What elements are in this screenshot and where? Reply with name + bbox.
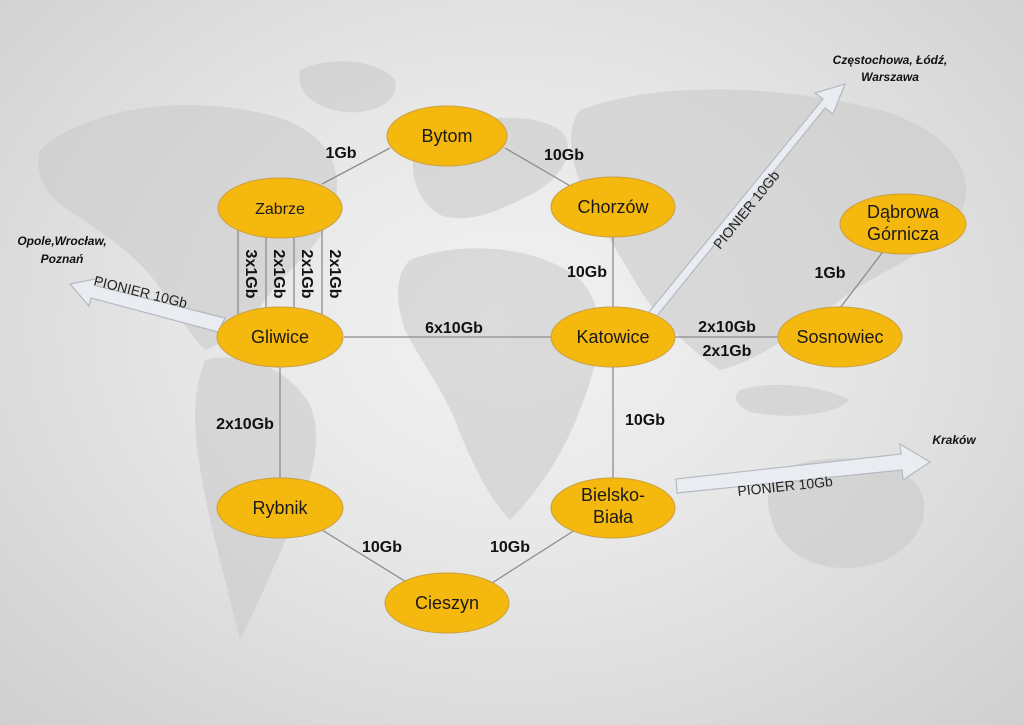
dest-east: Kraków bbox=[932, 433, 976, 447]
dest-west-2: Poznań bbox=[41, 252, 84, 266]
link-label-zabrze-gliwice-4: 2x1Gb bbox=[326, 250, 343, 299]
arrow-west bbox=[68, 277, 226, 333]
link-label-chorzow-katowice: 10Gb bbox=[567, 264, 607, 281]
dest-north-1: Częstochowa, Łódź, bbox=[833, 53, 948, 67]
node-rybnik bbox=[216, 477, 344, 539]
australia-shape bbox=[768, 458, 925, 569]
link-label-gliwice-katowice: 6x10Gb bbox=[425, 320, 483, 337]
node-bielsko bbox=[550, 477, 676, 539]
label-gliwice: Gliwice bbox=[251, 327, 309, 347]
node-gliwice bbox=[216, 306, 344, 368]
link-label-gliwice-rybnik: 2x10Gb bbox=[216, 416, 274, 433]
node-katowice bbox=[550, 306, 676, 368]
link-label-katowice-sosnowiec-2: 2x1Gb bbox=[703, 343, 752, 360]
greenland-shape bbox=[299, 61, 396, 113]
line-bytom-chorzow bbox=[504, 147, 573, 188]
africa-shape bbox=[398, 248, 599, 521]
node-zabrze bbox=[217, 177, 343, 239]
label-cieszyn: Cieszyn bbox=[415, 593, 479, 613]
label-bielsko-2: Biała bbox=[593, 507, 634, 527]
label-zabrze: Zabrze bbox=[255, 201, 305, 218]
line-sosnowiec-dabrowa bbox=[839, 248, 886, 309]
indonesia-shape bbox=[735, 384, 850, 416]
label-chorzow: Chorzów bbox=[577, 197, 649, 217]
node-cieszyn bbox=[384, 572, 510, 634]
north-america-shape bbox=[38, 105, 338, 350]
label-katowice: Katowice bbox=[576, 327, 649, 347]
line-cieszyn-bielsko bbox=[491, 529, 576, 584]
link-label-zabrze-gliwice-2: 2x1Gb bbox=[270, 250, 287, 299]
link-label-katowice-sosnowiec-1: 2x10Gb bbox=[698, 319, 756, 336]
line-rybnik-cieszyn bbox=[321, 529, 409, 584]
node-bytom bbox=[386, 105, 508, 167]
pionier-arrows bbox=[68, 83, 932, 494]
dest-west-1: Opole,Wrocław, bbox=[17, 234, 106, 248]
connection-lines bbox=[237, 147, 886, 584]
link-label-zabrze-gliwice-3: 2x1Gb bbox=[298, 250, 315, 299]
link-label-bytom-chorzow: 10Gb bbox=[544, 147, 584, 164]
link-label-zabrze-bytom: 1Gb bbox=[325, 145, 356, 162]
link-label-katowice-bielsko: 10Gb bbox=[625, 412, 665, 429]
node-sosnowiec bbox=[777, 306, 903, 368]
link-label-cieszyn-bielsko: 10Gb bbox=[490, 539, 530, 556]
link-label-sosnowiec-dabrowa: 1Gb bbox=[814, 265, 845, 282]
label-bielsko-1: Bielsko- bbox=[581, 485, 645, 505]
label-sosnowiec: Sosnowiec bbox=[796, 327, 883, 347]
node-dabrowa bbox=[839, 193, 967, 255]
city-nodes bbox=[216, 105, 967, 634]
label-dabrowa-1: Dąbrowa bbox=[867, 202, 940, 222]
arrow-east bbox=[675, 442, 932, 494]
label-bytom: Bytom bbox=[421, 126, 472, 146]
link-label-rybnik-cieszyn: 10Gb bbox=[362, 539, 402, 556]
dest-north-2: Warszawa bbox=[861, 70, 919, 84]
node-chorzow bbox=[550, 176, 676, 238]
line-zabrze-bytom bbox=[321, 147, 391, 185]
link-label-zabrze-gliwice-1: 3x1Gb bbox=[242, 250, 259, 299]
label-dabrowa-2: Górnicza bbox=[867, 224, 940, 244]
label-rybnik: Rybnik bbox=[252, 498, 308, 518]
